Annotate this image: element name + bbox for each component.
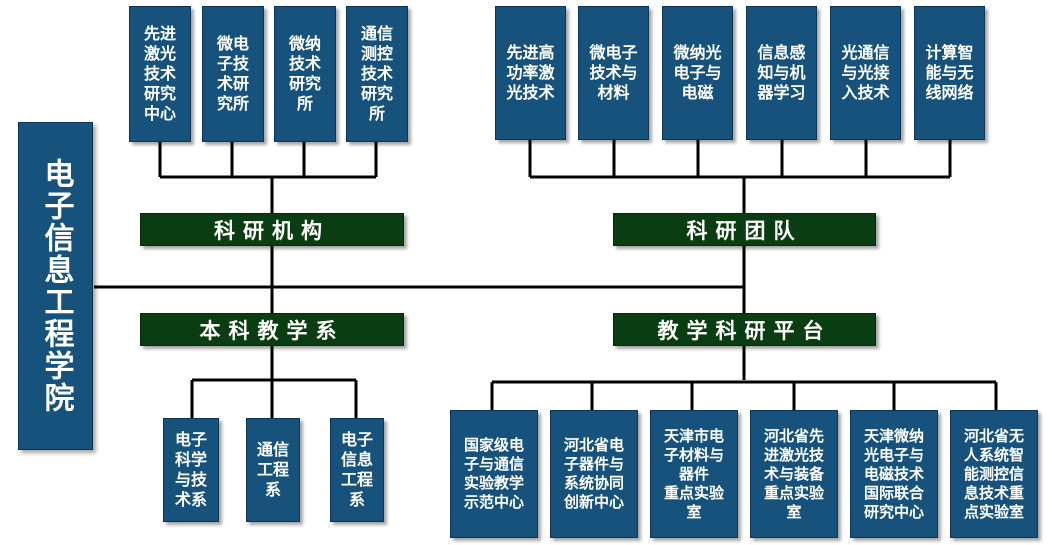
category-undergrad-departments: 本科教学系 <box>140 313 404 346</box>
team-box: 先进高 功率激 光技术 <box>495 6 566 140</box>
institution-box: 微纳 技术 研究 所 <box>274 6 336 142</box>
platform-box: 河北省电 子器件与 系统协同 创新中心 <box>550 410 638 538</box>
department-box: 电子 信息 工程 系 <box>330 418 384 522</box>
team-box: 信息感 知与机 器学习 <box>746 6 817 140</box>
team-box: 微纳光 电子与 电磁 <box>662 6 733 140</box>
platform-box: 国家级电 子与通信 实验教学 示范中心 <box>450 410 538 538</box>
department-box: 通信 工程 系 <box>246 418 300 522</box>
platform-box: 河北省先 进激光技 术与装备 重点实验 室 <box>750 410 838 538</box>
platform-box: 河北省无 人系统智 能测控信 息技术重 点实验室 <box>950 410 1038 538</box>
team-box: 计算智 能与无 线网络 <box>914 6 985 140</box>
category-research-institutions: 科研机构 <box>140 213 404 246</box>
institution-box: 微电 子技 术研 究所 <box>202 6 264 142</box>
team-box: 微电子 技术与 材料 <box>578 6 649 140</box>
institution-box: 先进 激光 技术 研究 中心 <box>129 6 191 142</box>
department-box: 电子 科学 与技 术系 <box>163 418 219 522</box>
institution-box: 通信 测控 技术 研究 所 <box>346 6 408 142</box>
category-teaching-research-platforms: 教学科研平台 <box>613 313 876 346</box>
root-college-box: 电子信息工程学院 <box>18 122 93 450</box>
platform-box: 天津微纳 光电子与 电磁技术 国际联合 研究中心 <box>850 410 938 538</box>
platform-box: 天津市电 子材料与 器件 重点实验 室 <box>650 410 738 538</box>
category-research-teams: 科研团队 <box>613 213 876 246</box>
team-box: 光通信 与光接 入技术 <box>830 6 901 140</box>
